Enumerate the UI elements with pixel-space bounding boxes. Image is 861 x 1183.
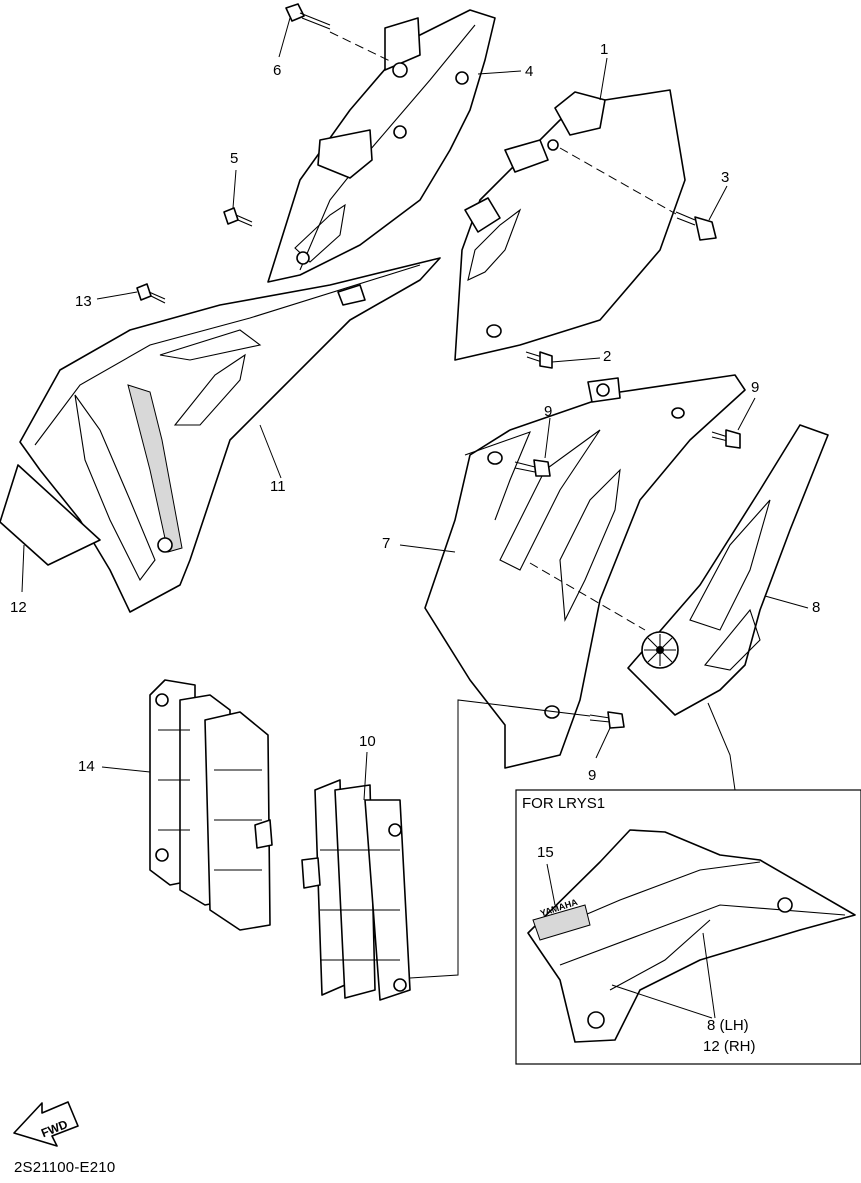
bolt-9b bbox=[711, 429, 741, 449]
bolt-5 bbox=[223, 207, 253, 227]
part-8-graphic bbox=[627, 424, 829, 716]
callout-14: 14 bbox=[78, 758, 95, 775]
inset-shroud bbox=[527, 829, 856, 1043]
callout-10: 10 bbox=[359, 733, 376, 750]
callout-15: 15 bbox=[537, 844, 554, 861]
callout-11: 11 bbox=[270, 478, 286, 495]
callout-9-a: 9 bbox=[544, 403, 553, 420]
assembly-line bbox=[559, 147, 677, 215]
callout-1: 1 bbox=[600, 41, 609, 58]
callout-7: 7 bbox=[382, 535, 391, 552]
part-14-radiator-guard bbox=[149, 679, 273, 931]
inset-leaders bbox=[546, 863, 716, 1019]
callout-12: 12 bbox=[10, 599, 27, 616]
part-7-shroud bbox=[424, 374, 746, 769]
assembly-line bbox=[329, 31, 393, 63]
fwd-arrow-icon: FWD bbox=[13, 1101, 79, 1147]
bolt-3 bbox=[675, 211, 717, 241]
callout-2: 2 bbox=[603, 348, 612, 365]
bolt-6 bbox=[285, 3, 331, 30]
callout-6: 6 bbox=[273, 62, 282, 79]
callout-8-lh: 8 (LH) bbox=[707, 1017, 749, 1034]
part-11-radiator-cover bbox=[19, 257, 441, 613]
yamaha-emblem-icon bbox=[641, 631, 679, 669]
part-1-side-panel bbox=[454, 89, 686, 361]
callout-8: 8 bbox=[812, 599, 821, 616]
inset-title: FOR LRYS1 bbox=[522, 795, 606, 812]
bolt-9c bbox=[589, 711, 625, 729]
leader-lines bbox=[21, 17, 809, 979]
part-12-panel bbox=[0, 464, 101, 566]
part-10-radiator-guard bbox=[301, 779, 411, 1001]
bolt-13 bbox=[136, 283, 166, 304]
callout-5: 5 bbox=[230, 150, 239, 167]
drawing-number: 2S21100-E210 bbox=[14, 1159, 116, 1176]
bolt-9a bbox=[514, 459, 551, 477]
callout-9-c: 9 bbox=[588, 767, 597, 784]
part-4-side-cover bbox=[267, 9, 496, 283]
callout-13: 13 bbox=[75, 293, 92, 310]
bolt-2 bbox=[525, 351, 553, 369]
inset-box bbox=[515, 789, 861, 1065]
assembly-line bbox=[529, 562, 646, 631]
callout-9-b: 9 bbox=[751, 379, 760, 396]
callout-3: 3 bbox=[721, 169, 730, 186]
callout-12-rh: 12 (RH) bbox=[703, 1038, 756, 1055]
callout-4: 4 bbox=[525, 63, 534, 80]
